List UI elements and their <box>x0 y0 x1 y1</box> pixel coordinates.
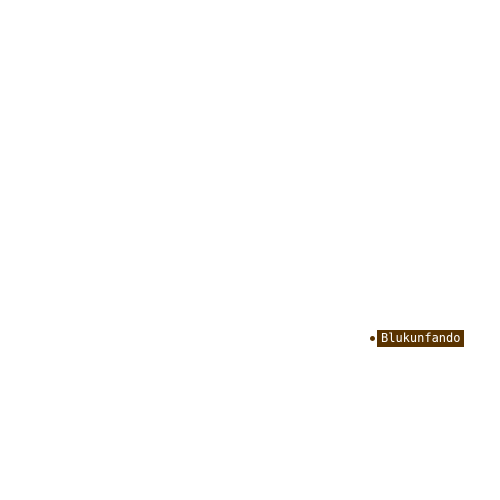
place-marker[interactable]: Blukunfando <box>369 331 464 346</box>
place-label: Blukunfando <box>378 331 464 346</box>
dot-icon <box>369 335 376 342</box>
